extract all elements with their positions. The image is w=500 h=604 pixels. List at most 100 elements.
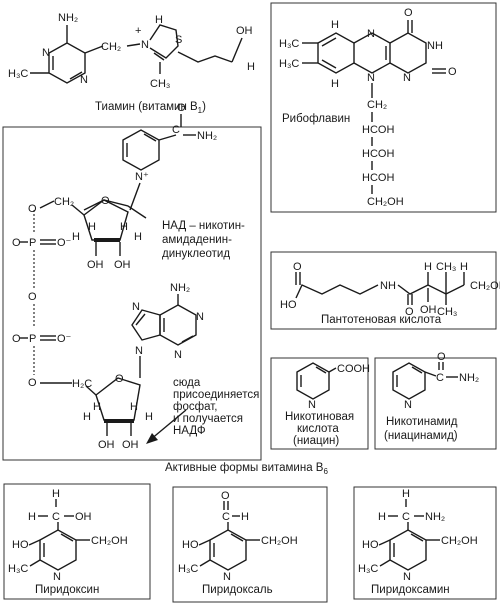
atom-label: OH [236,25,253,37]
atom-label: N [141,39,149,51]
atom-label: N [223,571,231,583]
atom-label: H₃C [358,563,378,575]
nadp-note-line: сюда [173,377,201,389]
arrow-head [146,433,158,444]
atom-label: P [29,237,36,249]
atom-label: O [221,490,230,502]
atom-label: O⁻ [57,237,72,249]
atom-label: O [12,333,21,345]
atom-label: O [115,373,124,385]
pyridoxine-frame [3,483,151,600]
atom-label: O [404,7,413,19]
atom-label: NH₂ [197,130,217,142]
atom-label: N [135,345,143,357]
atom-label: HO [182,539,199,551]
atom-label: C [172,124,180,136]
nadp-note-line: и получается [173,413,243,425]
atom-label: NH₂ [58,12,78,24]
atom-label: H [424,261,432,273]
nad-label-line: амидаденин- [162,234,232,246]
atom-label: O [28,203,37,215]
atom-label: OH [420,304,437,316]
pyridoxal-label: Пиридоксаль [202,584,273,596]
atom-label: CH₃ [150,78,170,90]
nicotinamide-structure: N C O NH₂ Никотинамид (ниацинамид) [384,351,479,442]
atom-label: NH₂ [170,282,190,294]
atom-label: C [402,511,410,523]
atom-label: OH [114,259,131,271]
atom-label: O⁻ [57,333,72,345]
atom-label: OH [122,439,139,451]
nicotinic-structure: N COOH Никотиновая кислота (ниацин) [285,362,370,447]
atom-label: H [155,14,163,26]
atom-label: NH [427,40,443,52]
atom-label: CH₂ [367,99,387,111]
atom-label: NH₂ [459,372,479,384]
atom-label: H₃C [8,68,28,80]
pyridoxamine-label: Пиридоксамин [371,584,450,596]
atom-label: H₂C [72,378,92,390]
nadp-note-line: присоединяется [173,389,259,401]
atom-label: HCOH [362,148,394,160]
atom-label: O [448,66,457,78]
atom-label: H [83,411,91,423]
atom-label: N⁺ [135,171,149,183]
atom-label: N [308,399,316,411]
atom-label: CH₂OH [470,280,500,292]
atom-label: OH [98,439,115,451]
atom-label: H [72,231,80,243]
atom-label: N [53,571,61,583]
atom-label: HCOH [362,172,394,184]
nicotinic-label-line: кислота [297,423,339,435]
riboflavin-frame [270,2,497,213]
atom-label: N [403,72,411,84]
pyridoxal-structure: N C O H HO CH₂OH H₃C Пиридоксаль [178,490,298,596]
nad-frame [2,126,262,461]
atom-label: H [134,231,142,243]
atom-label: C [52,511,60,523]
atom-label: CH₃ [437,306,457,318]
atom-label: C [222,511,230,523]
atom-label: H [241,511,249,523]
atom-label: H [378,511,386,523]
atom-label: CH₃ [436,261,456,273]
atom-label: HO [362,539,379,551]
atom-label: H [28,511,36,523]
atom-label: CH₂OH [261,535,298,547]
atom-label: O [28,291,37,303]
nicotinamide-label-line: (ниацинамид) [384,430,458,442]
nad-structure: N⁺ C O NH₂ O CH₂ H H H H OH OH O P O O⁻ … [12,102,259,451]
atom-label: H [247,61,255,73]
atom-label: O [437,351,446,363]
atom-label: O [177,102,186,114]
nicotinic-label-line: Никотиновая [285,411,354,423]
riboflavin-label: Рибофлавин [282,113,350,125]
atom-label: CH₂OH [441,535,478,547]
atom-label: H [52,488,60,500]
atom-label: H₃C [279,58,299,70]
nadp-note-line: фосфат, [173,401,217,413]
nad-label-line: НАД – никотин- [162,220,245,232]
nad-label-line: динуклеотид [162,248,230,260]
nicotinamide-frame [374,357,497,450]
atom-label: H [331,78,339,90]
atom-label: N [42,47,50,59]
atom-label: N [80,74,88,86]
nicotinic-label-line: (ниацин) [293,435,339,447]
atom-label: CH₂OH [91,535,128,547]
pyridoxamine-frame [353,486,497,600]
atom-label: NH [380,280,396,292]
atom-label: N [403,571,411,583]
pyridoxal-frame [172,486,328,603]
atom-label: P [29,333,36,345]
pyridoxine-label: Пиридоксин [35,584,99,596]
pantothenic-frame [270,251,497,330]
atom-label: O [293,261,302,273]
atom-label: O [28,377,37,389]
atom-label: N [174,349,182,361]
pantothenic-structure: O HO NH O H OH CH₃ CH₃ H CH₂OH Пантотено… [280,261,500,326]
riboflavin-structure: N N N NH O O H H H₃C H₃C CH₂ HCOH HCOH H… [279,7,457,208]
atom-label: OH [75,511,92,523]
atom-label: N [132,301,140,313]
